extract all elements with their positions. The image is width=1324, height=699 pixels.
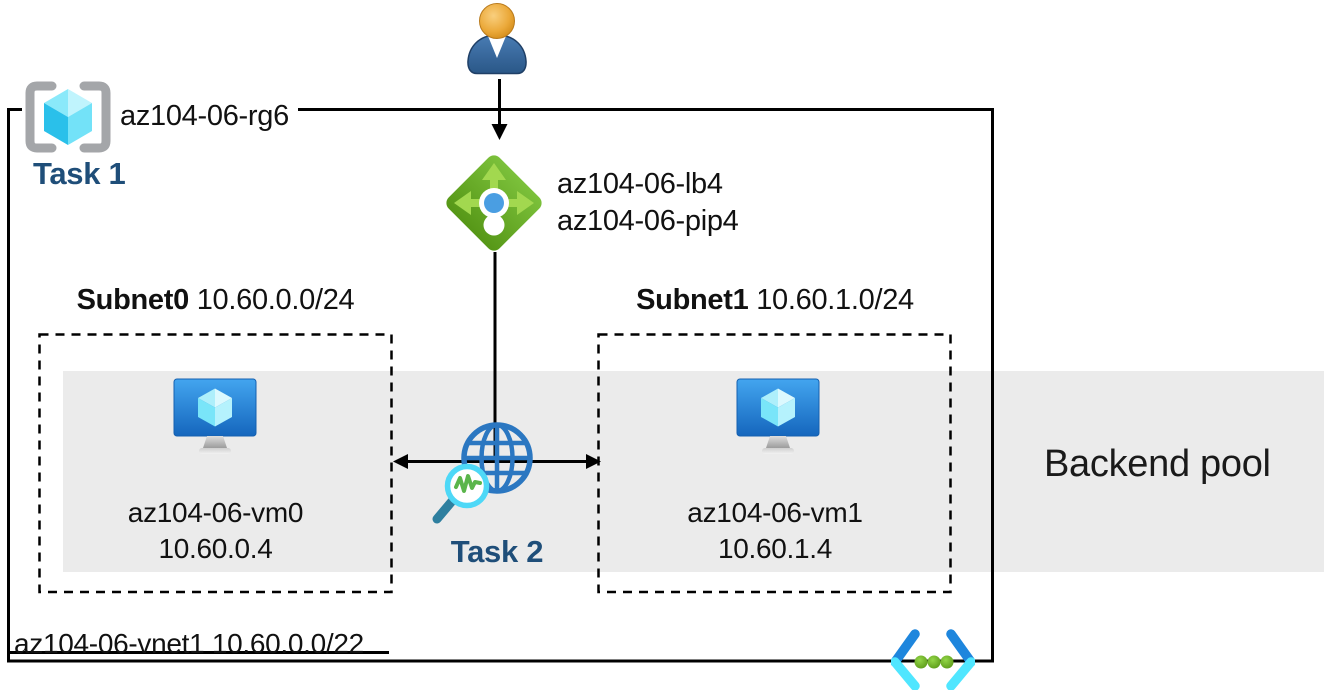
resource-group-icon [22, 80, 114, 154]
subnet0-border [38, 333, 393, 594]
public-ip-name: az104-06-pip4 [557, 205, 739, 237]
subnet1-cidr: 10.60.1.0/24 [756, 284, 914, 316]
vm1-label: az104-06-vm1 10.60.1.4 [597, 495, 953, 567]
virtual-network-icon [890, 628, 976, 691]
arrow-down-icon [491, 124, 508, 140]
resource-group-name: az104-06-rg6 [114, 97, 298, 137]
vnet-label: az104-06-vnet1 10.60.0.0/22 [14, 628, 364, 659]
network-watcher-icon [430, 392, 564, 528]
user-icon [462, 1, 532, 75]
subnet0-name: Subnet0 [76, 284, 190, 316]
arrow-left-icon [393, 454, 408, 469]
vm0-ip: 10.60.0.4 [158, 533, 273, 564]
load-balancer-icon [441, 150, 547, 256]
vm0-name: az104-06-vm0 [127, 497, 304, 528]
backend-pool-band [63, 371, 1324, 572]
vm1-name: az104-06-vm1 [687, 497, 863, 528]
load-balancer-name: az104-06-lb4 [557, 168, 723, 200]
subnet1-label: Subnet1 10.60.1.0/24 [597, 284, 953, 317]
subnet1-border [597, 333, 952, 594]
vm1-icon [736, 378, 820, 456]
task1-label: Task 1 [33, 156, 126, 191]
subnet0-cidr: 10.60.0.0/24 [196, 284, 355, 316]
backend-pool-label: Backend pool [1044, 443, 1271, 485]
subnet0-label: Subnet0 10.60.0.0/24 [38, 284, 393, 317]
vm0-icon [173, 378, 257, 456]
task2-label: Task 2 [450, 534, 544, 569]
vm1-ip: 10.60.1.4 [717, 533, 833, 564]
subnet1-name: Subnet1 [636, 284, 749, 316]
load-balancer-labels: az104-06-lb4 az104-06-pip4 [557, 166, 739, 240]
vm0-label: az104-06-vm0 10.60.0.4 [38, 495, 393, 567]
arrow-right-icon [586, 454, 601, 469]
